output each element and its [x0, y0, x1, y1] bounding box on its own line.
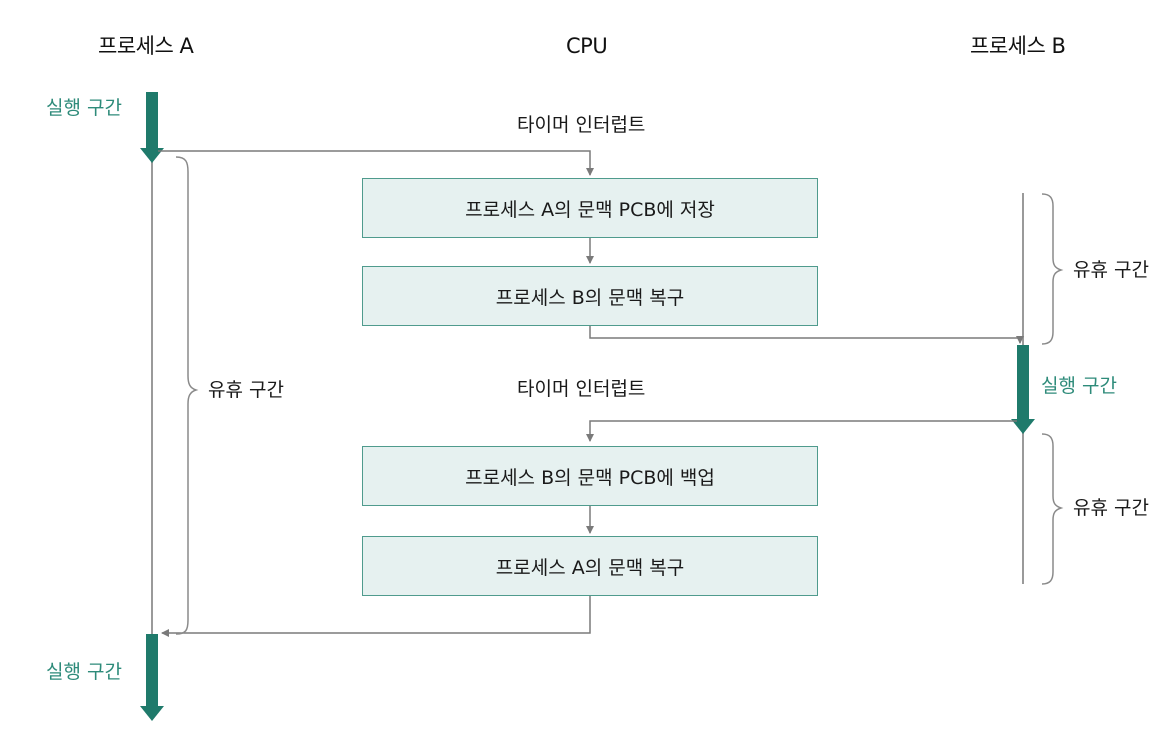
process-a-exec-bar-bottom: [146, 634, 158, 708]
process-b-exec-bar: [1017, 345, 1029, 421]
process-b-exec-label: 실행 구간: [1041, 375, 1117, 397]
timer-interrupt-label-1: 타이머 인터럽트: [517, 114, 646, 136]
step-backup-b-context: 프로세스 B의 문맥 PCB에 백업: [362, 446, 818, 506]
process-b-idle-label-top: 유휴 구간: [1073, 259, 1149, 281]
connector-a-to-cpu: [158, 150, 594, 176]
step-restore-b-context: 프로세스 B의 문맥 복구: [362, 266, 818, 326]
step-save-a-context-label: 프로세스 A의 문맥 PCB에 저장: [465, 198, 715, 221]
process-b-idle-label-bottom: 유휴 구간: [1073, 497, 1149, 519]
process-b-idle-brace-top: [1041, 193, 1064, 345]
timer-interrupt-label-2: 타이머 인터럽트: [517, 378, 646, 400]
process-a-exec-label-top: 실행 구간: [46, 97, 122, 119]
process-b-idle-brace-bottom: [1041, 433, 1064, 585]
header-process-a: 프로세스 A: [98, 34, 194, 58]
step-restore-b-context-label: 프로세스 B의 문맥 복구: [495, 286, 685, 309]
step-restore-a-context: 프로세스 A의 문맥 복구: [362, 536, 818, 596]
connector-cpu-to-b: [589, 326, 1024, 344]
process-a-exec-bar-top: [146, 92, 158, 150]
step-backup-b-context-label: 프로세스 B의 문맥 PCB에 백업: [465, 466, 715, 489]
step-restore-a-context-label: 프로세스 A의 문맥 복구: [495, 556, 685, 579]
process-a-idle-label: 유휴 구간: [208, 379, 284, 401]
process-b-exec-arrowhead: [1011, 419, 1035, 434]
connector-b-to-cpu: [586, 420, 1017, 442]
header-process-b: 프로세스 B: [970, 34, 1066, 58]
header-cpu: CPU: [566, 34, 608, 58]
step-save-a-context: 프로세스 A의 문맥 PCB에 저장: [362, 178, 818, 238]
connector-cpu-to-a: [161, 596, 591, 637]
process-a-idle-brace: [175, 156, 199, 635]
process-a-exec-arrowhead-bottom: [140, 706, 164, 721]
process-a-exec-label-bottom: 실행 구간: [46, 661, 122, 683]
